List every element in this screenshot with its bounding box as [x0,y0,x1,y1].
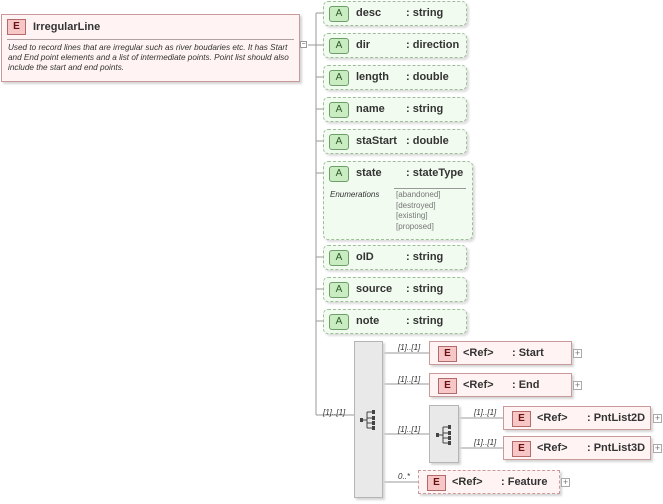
ref-name: : Feature [501,476,548,488]
element-title: IrregularLine [33,21,101,33]
ref-label: <Ref> [463,379,494,391]
ref-feature[interactable]: E <Ref> : Feature [418,470,560,494]
attribute-stastart[interactable]: A staStart : double [323,129,467,154]
enumeration-value: [abandoned] [396,190,441,199]
attribute-type: : string [406,7,444,19]
attribute-oid[interactable]: A oID : string [323,245,467,270]
ref-e-icon: E [438,346,457,362]
sequence-compositor[interactable] [354,341,383,498]
attribute-state[interactable]: A state : stateType Enumerations [abando… [323,161,473,240]
attribute-name: oID [356,251,374,263]
attribute-source[interactable]: A source : string [323,277,467,302]
expand-plus-icon[interactable]: + [653,413,662,423]
attribute-a-icon: A [329,314,349,330]
element-divider [7,39,294,40]
expand-plus-icon[interactable]: + [653,443,662,453]
attribute-a-icon: A [329,250,349,266]
attribute-length[interactable]: A length : double [323,65,467,90]
feature-cardinality: 0..* [398,472,411,481]
attribute-type: : double [406,71,449,83]
ref-label: <Ref> [452,476,483,488]
attribute-type: : direction [406,39,460,51]
ref-e-icon: E [438,378,457,394]
attribute-name: state [356,167,382,179]
ref-start[interactable]: E <Ref> : Start [429,341,572,365]
attribute-a-icon: A [329,102,349,118]
attribute-note[interactable]: A note : string [323,309,467,334]
ref-label: <Ref> [537,412,568,424]
attribute-dir[interactable]: A dir : direction [323,33,467,58]
attribute-desc[interactable]: A desc : string [323,1,467,26]
enumeration-divider [394,188,466,189]
ref-e-icon: E [512,441,531,457]
attribute-a-icon: A [329,6,349,22]
ref-label: <Ref> [463,347,494,359]
ref-e-icon: E [512,411,531,427]
attribute-a-icon: A [329,134,349,150]
end-cardinality: [1]..[1] [398,375,421,384]
attribute-a-icon: A [329,166,349,182]
pntlist3d-cardinality: [1]..[1] [474,438,497,447]
pntlist2d-cardinality: [1]..[1] [474,408,497,417]
enumeration-values: [abandoned] [destroyed] [existing] [prop… [396,190,441,232]
element-description: Used to record lines that are irregular … [8,43,289,72]
attribute-a-icon: A [329,282,349,298]
sequence-compositor-icon [360,410,375,430]
attribute-name-field[interactable]: A name : string [323,97,467,122]
sequence-cardinality: [1]..[1] [323,408,346,417]
attribute-type: : double [406,135,449,147]
attribute-type: : string [406,103,444,115]
expand-plus-icon[interactable]: + [561,477,570,487]
enumerations-label: Enumerations [330,190,380,199]
attribute-name: desc [356,7,382,19]
ref-end[interactable]: E <Ref> : End [429,373,572,397]
attribute-type: : stateType [406,167,464,179]
ref-pntlist2d[interactable]: E <Ref> : PntList2D [503,406,651,430]
enumeration-value: [destroyed] [396,200,436,210]
start-cardinality: [1]..[1] [398,343,421,352]
attribute-name: source [356,283,393,295]
attribute-type: : string [406,283,444,295]
inner-sequence-compositor[interactable] [429,405,459,463]
expand-plus-icon[interactable]: + [573,348,582,358]
ref-e-icon: E [427,475,446,491]
expand-plus-icon[interactable]: + [573,380,582,390]
ref-pntlist3d[interactable]: E <Ref> : PntList3D [503,436,651,460]
attribute-name: dir [356,39,371,51]
attribute-a-icon: A [329,38,349,54]
attribute-name: name [356,103,385,115]
attribute-a-icon: A [329,70,349,86]
attribute-type: : string [406,251,444,263]
ref-name: : Start [512,347,544,359]
inner-sequence-cardinality: [1]..[1] [398,425,421,434]
enumeration-value: [proposed] [396,221,434,231]
collapse-minus-icon[interactable]: − [300,41,307,48]
ref-name: : End [512,379,540,391]
attribute-type: : string [406,315,444,327]
enumeration-value: [existing] [396,211,428,220]
sequence-compositor-icon [436,425,451,445]
ref-name: : PntList2D [587,412,646,424]
ref-label: <Ref> [537,442,568,454]
element-e-icon: E [7,19,26,35]
ref-name: : PntList3D [587,442,646,454]
element-header: E IrregularLine [7,18,100,36]
attribute-name: staStart [356,135,397,147]
attribute-name: length [356,71,389,83]
irregularline-element[interactable]: E IrregularLine Used to record lines tha… [1,14,300,82]
attribute-name: note [356,315,380,327]
